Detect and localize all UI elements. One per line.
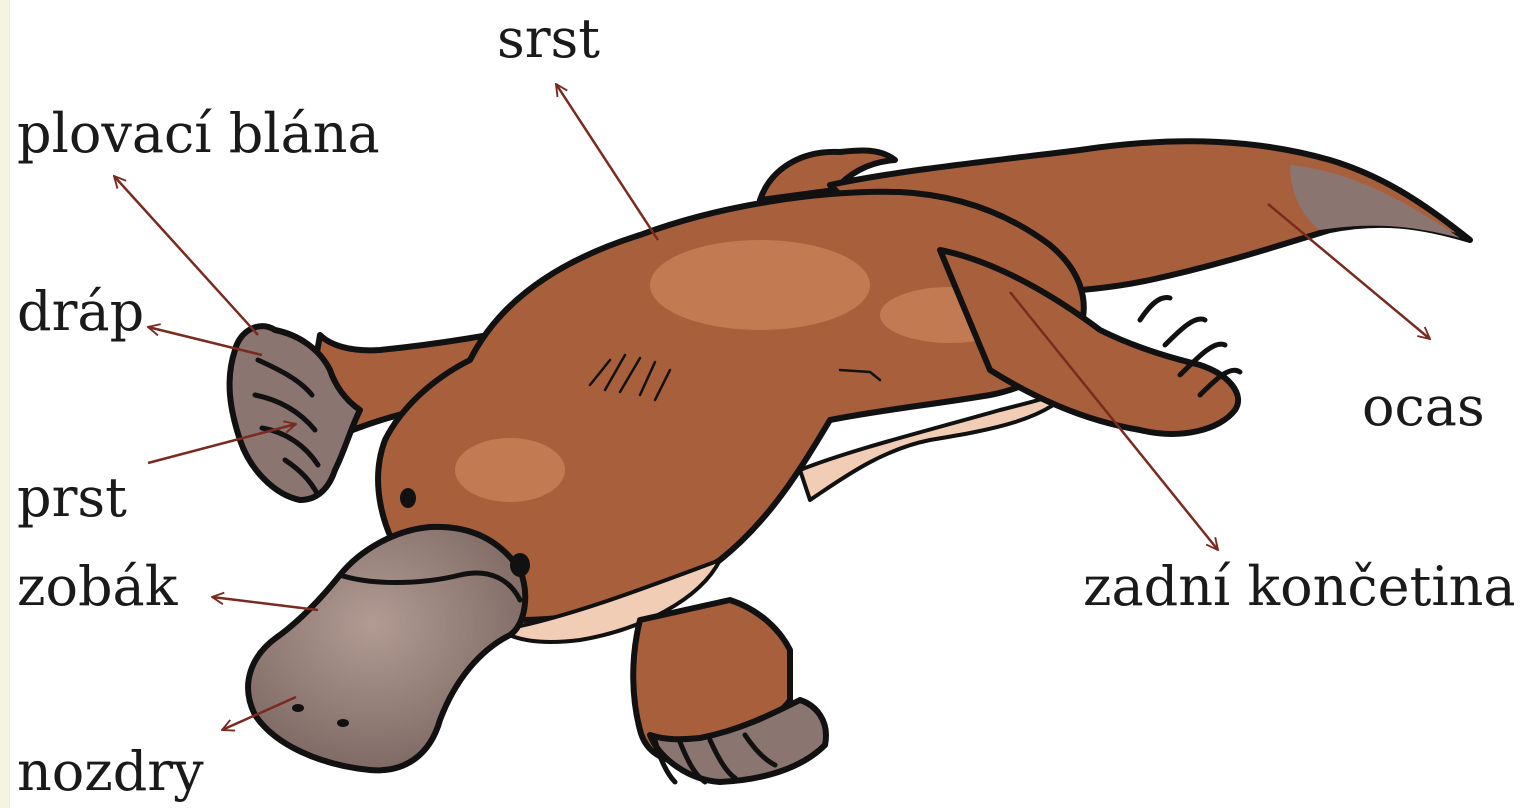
arrow-zobak [212, 597, 318, 610]
nostril-right [337, 719, 349, 727]
label-srst: srst [497, 12, 600, 66]
label-prst: prst [17, 471, 127, 525]
nostril-left [292, 704, 304, 712]
body-highlight [650, 240, 870, 330]
label-zadni-koncetina: zadní končetina [1083, 560, 1516, 614]
eye-left [400, 488, 416, 508]
platypus-illustration [230, 141, 1470, 782]
platypus-bill [248, 527, 525, 770]
label-plovaci-blana: plovací blána [17, 107, 380, 161]
shoulder-highlight [455, 438, 565, 502]
label-drap: dráp [17, 285, 144, 339]
label-nozdry: nozdry [17, 745, 204, 799]
label-zobak: zobák [17, 560, 177, 614]
arrow-srst [556, 84, 658, 240]
label-ocas: ocas [1362, 380, 1485, 434]
eye-right [510, 553, 530, 577]
